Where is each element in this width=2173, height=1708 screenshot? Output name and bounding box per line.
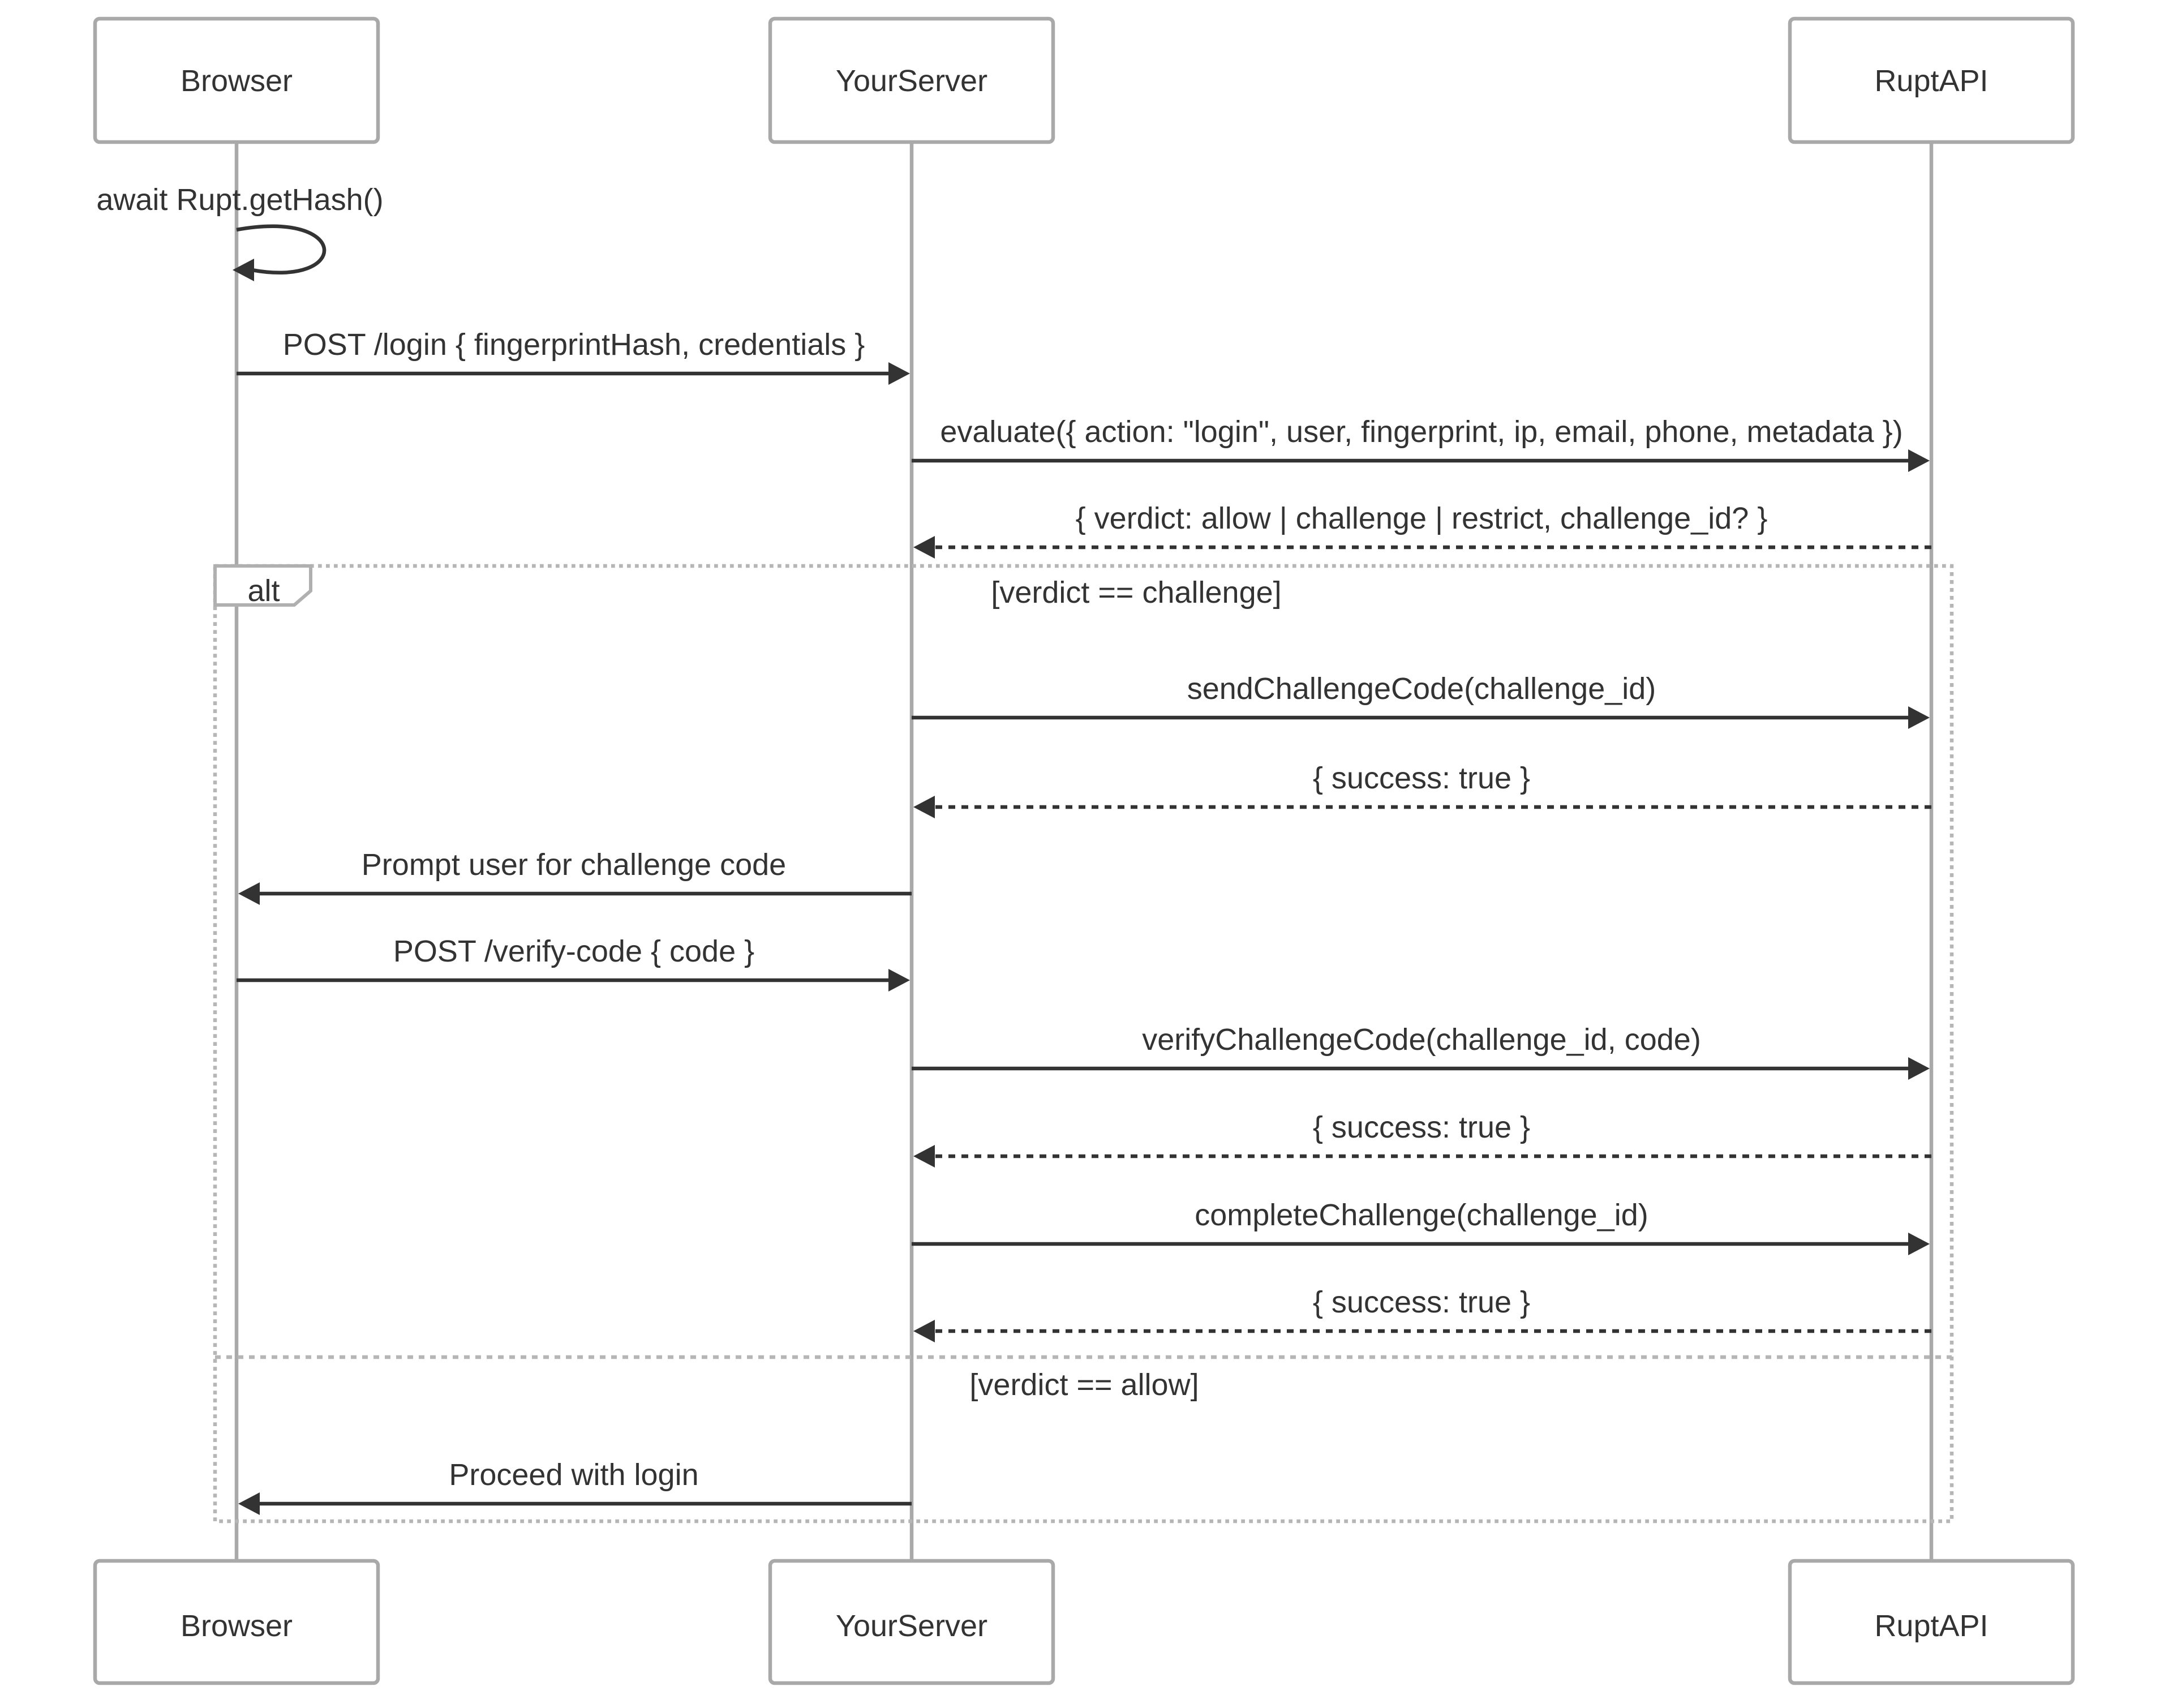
- svg-text:{ verdict: allow | challenge |: { verdict: allow | challenge | restrict,…: [1076, 501, 1768, 535]
- svg-text:evaluate({ action: "login", us: evaluate({ action: "login", user, finger…: [940, 415, 1903, 449]
- svg-text:POST /login { fingerprintHash,: POST /login { fingerprintHash, credentia…: [283, 328, 865, 362]
- svg-text:POST /verify-code { code }: POST /verify-code { code }: [393, 934, 754, 968]
- svg-text:{ success: true }: { success: true }: [1313, 1285, 1530, 1319]
- svg-text:{ success: true }: { success: true }: [1313, 1110, 1530, 1144]
- svg-text:RuptAPI: RuptAPI: [1874, 64, 1988, 98]
- svg-text:{ success: true }: { success: true }: [1313, 761, 1530, 795]
- svg-text:YourServer: YourServer: [836, 64, 987, 98]
- svg-text:RuptAPI: RuptAPI: [1874, 1609, 1988, 1643]
- svg-text:Browser: Browser: [181, 1609, 293, 1643]
- svg-text:await Rupt.getHash(): await Rupt.getHash(): [96, 183, 383, 217]
- svg-text:alt: alt: [247, 574, 280, 608]
- svg-text:sendChallengeCode(challenge_id: sendChallengeCode(challenge_id): [1187, 672, 1656, 706]
- svg-text:completeChallenge(challenge_id: completeChallenge(challenge_id): [1195, 1198, 1648, 1232]
- svg-text:[verdict == challenge]: [verdict == challenge]: [991, 576, 1281, 610]
- svg-text:[verdict == allow]: [verdict == allow]: [969, 1368, 1199, 1402]
- svg-text:verifyChallengeCode(challenge_: verifyChallengeCode(challenge_id, code): [1142, 1023, 1701, 1057]
- svg-text:Prompt user for challenge code: Prompt user for challenge code: [362, 848, 786, 882]
- svg-text:Proceed with login: Proceed with login: [449, 1458, 698, 1492]
- svg-text:Browser: Browser: [181, 64, 293, 98]
- svg-text:YourServer: YourServer: [836, 1609, 987, 1643]
